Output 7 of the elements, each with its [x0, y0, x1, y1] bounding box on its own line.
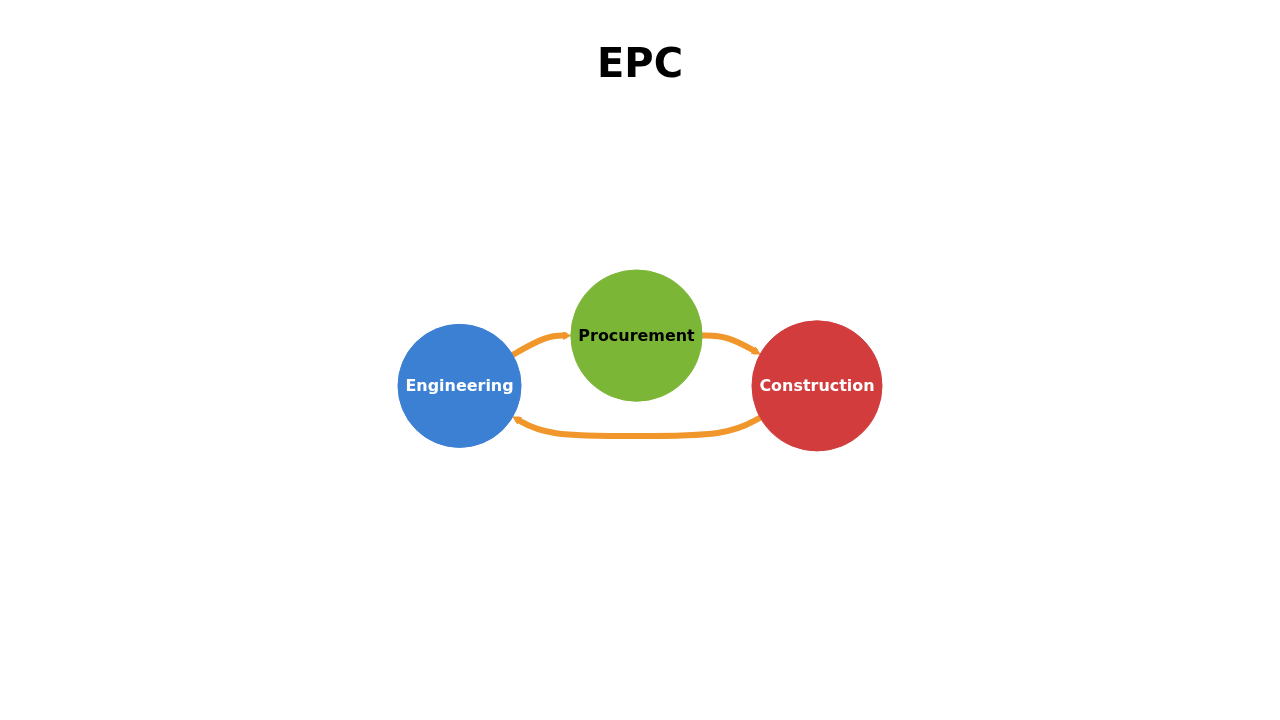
node-circle: Engineering: [397, 323, 522, 448]
arrow: [511, 330, 572, 358]
arrow: [702, 332, 761, 355]
center-label: EPC: [597, 40, 683, 86]
arrow: [512, 414, 762, 439]
node-circle: Procurement: [570, 269, 703, 402]
node-circle: Construction: [751, 319, 883, 451]
